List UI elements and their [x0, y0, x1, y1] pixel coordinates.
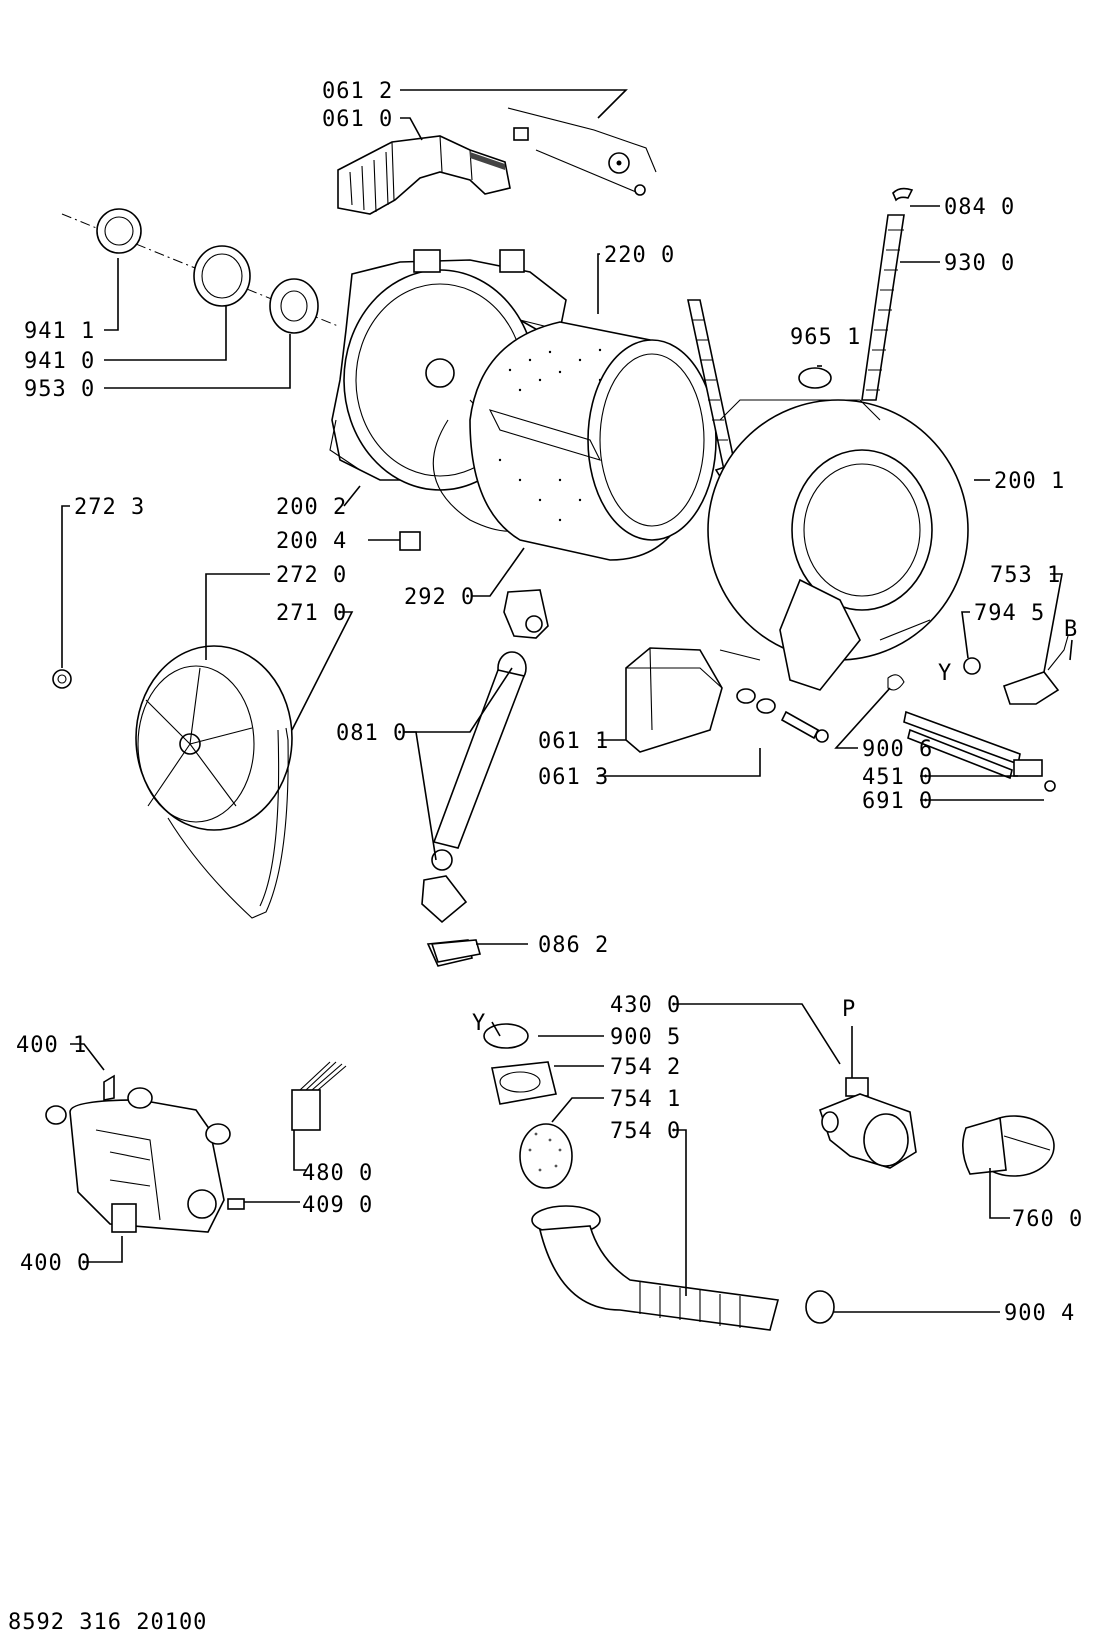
pump-filter-part: [962, 1115, 1055, 1177]
sensor-connector-part: [1002, 635, 1069, 705]
callout-794-5: 794 5: [974, 601, 1045, 626]
motor-clip-part: [227, 1198, 245, 1210]
callout-292-0: 292 0: [404, 585, 475, 610]
leader-lines: [61, 89, 1073, 1313]
shock-absorber-part: [421, 589, 549, 967]
small-clip-part: [399, 531, 421, 551]
pulley-nut: [52, 669, 72, 689]
callout-430-0: 430 0: [610, 993, 681, 1018]
callout-941-1: 941 1: [24, 319, 95, 344]
callout-061-3: 061 3: [538, 765, 609, 790]
shock-mount-bracket: [430, 939, 482, 963]
drum-part: [469, 321, 717, 561]
callout-272-3: 272 3: [74, 495, 145, 520]
callout-409-0: 409 0: [302, 1193, 373, 1218]
callout-Y-2: Y: [472, 1011, 486, 1036]
callout-272-0: 272 0: [276, 563, 347, 588]
pulley-and-belt: [135, 645, 293, 919]
callout-965-1: 965 1: [790, 325, 861, 350]
callout-061-2: 061 2: [322, 79, 393, 104]
callout-953-0: 953 0: [24, 377, 95, 402]
callout-900-4: 900 4: [1004, 1301, 1075, 1326]
counterweight-top-part: [337, 135, 511, 215]
callout-081-0: 081 0: [336, 721, 407, 746]
callout-labels: 061 2 061 0 084 0 930 0 220 0 965 1 941 …: [16, 79, 1083, 1326]
callout-200-2: 200 2: [276, 495, 347, 520]
sump-assembly: [483, 1023, 780, 1331]
callout-271-0: 271 0: [276, 601, 347, 626]
counterweight-lower-part: [625, 647, 723, 753]
grommet-part: [963, 657, 981, 675]
plug-part: [798, 367, 832, 389]
bearing-set: [61, 208, 339, 334]
callout-200-4: 200 4: [276, 529, 347, 554]
callout-200-1: 200 1: [994, 469, 1065, 494]
callout-400-1: 400 1: [16, 1033, 87, 1058]
callout-754-1: 754 1: [610, 1087, 681, 1112]
callout-220-0: 220 0: [604, 243, 675, 268]
hose-clip-small: [887, 674, 905, 691]
callout-900-6: 900 6: [862, 737, 933, 762]
callout-930-0: 930 0: [944, 251, 1015, 276]
callout-941-0: 941 0: [24, 349, 95, 374]
callout-Y-1: Y: [938, 661, 952, 686]
brush-holder-part: [291, 1061, 347, 1131]
drain-pump-part: [819, 1077, 917, 1169]
callout-760-0: 760 0: [1012, 1207, 1083, 1232]
rear-tub-part: [329, 249, 567, 521]
callout-400-0: 400 0: [20, 1251, 91, 1276]
callout-P: P: [842, 997, 856, 1022]
motor-part: [45, 1074, 231, 1233]
hose-clamp-part: [805, 1290, 835, 1324]
callout-451-0: 451 0: [862, 765, 933, 790]
callout-753-1: 753 1: [990, 563, 1061, 588]
drain-hose-part: [861, 187, 914, 401]
callout-084-0: 084 0: [944, 195, 1015, 220]
callout-B: B: [1064, 617, 1078, 642]
drum-seal-ring: [432, 419, 521, 532]
callout-086-2: 086 2: [538, 933, 609, 958]
callout-900-5: 900 5: [610, 1025, 681, 1050]
callout-691-0: 691 0: [862, 789, 933, 814]
counterweight-bolt-set: [507, 107, 657, 196]
counterweight-bolt-lower: [736, 688, 829, 743]
heater-element-part: [903, 710, 1056, 792]
callout-754-2: 754 2: [610, 1055, 681, 1080]
callout-061-0: 061 0: [322, 107, 393, 132]
callout-061-1: 061 1: [538, 729, 609, 754]
front-tub-part: [707, 399, 969, 691]
document-number: 8592 316 20100: [8, 1610, 208, 1635]
callout-754-0: 754 0: [610, 1119, 681, 1144]
callout-480-0: 480 0: [302, 1161, 373, 1186]
